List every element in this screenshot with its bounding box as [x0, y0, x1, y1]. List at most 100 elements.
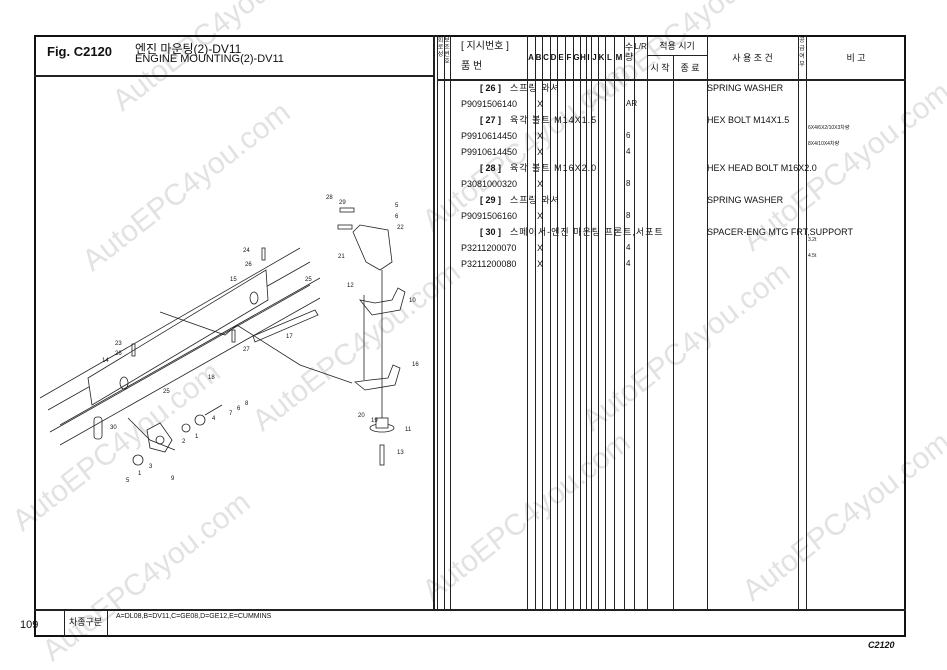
callout-label: 21	[338, 254, 345, 260]
callout-label: 20	[358, 413, 365, 419]
callout-label: 5	[395, 203, 399, 209]
header-model-K: K	[598, 53, 605, 62]
quantity: AR	[626, 99, 638, 108]
ref-number: [ 30 ]	[480, 227, 502, 237]
callout-label: 19	[371, 418, 378, 424]
header-ref: [ 지시번호 ]	[461, 41, 509, 52]
callout-label: 11	[405, 427, 412, 433]
header-model-E: E	[558, 53, 564, 62]
divider	[573, 35, 574, 610]
header-qty: 수량	[624, 42, 634, 62]
model-legend: A=DL08,B=DV11,C=GE08,D=GE12,E=CUMMINS	[116, 613, 272, 620]
ref-number: [ 29 ]	[480, 195, 502, 205]
header-model-B: B	[535, 53, 542, 62]
model-mark: X	[537, 243, 544, 253]
part-number: P3081000320	[461, 179, 518, 189]
callout-label: 9	[171, 476, 175, 482]
header-end: 종 료	[680, 63, 700, 73]
header-model-L: L	[607, 53, 612, 62]
divider	[673, 55, 674, 610]
divider	[444, 35, 445, 610]
header-condition: 사 용 조 건	[732, 53, 773, 63]
divider	[557, 35, 558, 610]
remark: 4.5t	[808, 253, 817, 259]
quantity: 8	[626, 179, 631, 188]
callout-label: 13	[397, 450, 404, 456]
header-lr: L/R	[634, 42, 647, 51]
part-number: P3211200070	[461, 243, 517, 253]
header-model-D: D	[550, 53, 557, 62]
callout-label: 5	[126, 478, 130, 484]
callout-label: 22	[397, 225, 404, 231]
callout-label: 23	[115, 341, 122, 347]
callout-label: 17	[286, 334, 293, 340]
divider	[806, 35, 807, 610]
part-name-en: SPACER-ENG MTG FRT,SUPPORT	[707, 227, 854, 237]
part-name-ko: 스프링 와셔	[510, 195, 560, 205]
divider	[542, 35, 543, 610]
divider	[64, 610, 65, 637]
model-mark: X	[537, 99, 544, 109]
part-number: P9910614450	[461, 147, 518, 157]
callout-label: 7	[229, 411, 233, 417]
divider	[433, 35, 435, 610]
callout-label: 2	[182, 439, 186, 445]
figure-title-ko: 엔진 마운팅(2)-DV11	[135, 42, 242, 56]
remark: 3.2t	[808, 237, 817, 243]
page-number: 109	[20, 619, 39, 631]
divider	[107, 610, 108, 637]
divider	[707, 35, 708, 610]
header-period: 적용 시기	[659, 41, 695, 51]
header-model-F: F	[566, 53, 572, 62]
remark: 8X4/10X4차량	[808, 141, 840, 147]
divider	[437, 79, 906, 81]
divider	[550, 35, 551, 610]
divider	[614, 35, 615, 610]
divider	[598, 35, 599, 610]
header-model-J: J	[592, 53, 597, 62]
callout-label: 24	[243, 248, 250, 254]
part-name-ko: 육각 볼트 M16X2.0	[510, 163, 598, 173]
quantity: 4	[626, 147, 631, 156]
header-model-M: M	[615, 53, 623, 62]
part-name-ko: 육각 볼트 M14X1.5	[510, 115, 598, 125]
header-supply: 공급여부	[799, 38, 805, 68]
callout-label: 26	[115, 351, 122, 357]
callout-label: 3	[149, 464, 153, 470]
divider	[605, 35, 606, 610]
divider	[437, 35, 438, 610]
callout-label: 4	[212, 416, 216, 422]
callout-label: 16	[412, 362, 419, 368]
header-model-I: I	[587, 53, 590, 62]
model-mark: X	[537, 211, 544, 221]
divider	[527, 35, 528, 610]
model-mark: X	[537, 259, 544, 269]
divider	[450, 35, 451, 610]
ref-number: [ 27 ]	[480, 115, 502, 125]
model-mark: X	[537, 147, 544, 157]
callout-label: 25	[163, 389, 170, 395]
callout-label: 12	[347, 283, 354, 289]
part-name-en: HEX HEAD BOLT M16X2.0	[707, 163, 817, 173]
ref-number: [ 26 ]	[480, 83, 502, 93]
callout-label: 8	[245, 401, 249, 407]
callout-label: 25	[305, 277, 312, 283]
callout-label: 27	[243, 347, 250, 353]
page-frame	[34, 35, 906, 637]
exploded-diagram	[39, 207, 406, 466]
model-mark: X	[537, 131, 544, 141]
header-part-no: 품 번	[461, 61, 483, 72]
header-model-H: H	[580, 53, 586, 62]
divider	[647, 35, 648, 610]
divider	[634, 35, 635, 610]
model-label: 차종구분	[69, 617, 103, 627]
header-start: 시 작	[650, 63, 670, 73]
callout-label: 30	[110, 425, 117, 431]
part-name-en: SPRING WASHER	[707, 195, 784, 205]
model-mark: X	[537, 179, 544, 189]
quantity: 4	[626, 259, 631, 268]
header-model-G: G	[573, 53, 580, 62]
header-model-A: A	[528, 53, 534, 62]
quantity: 4	[626, 243, 631, 252]
